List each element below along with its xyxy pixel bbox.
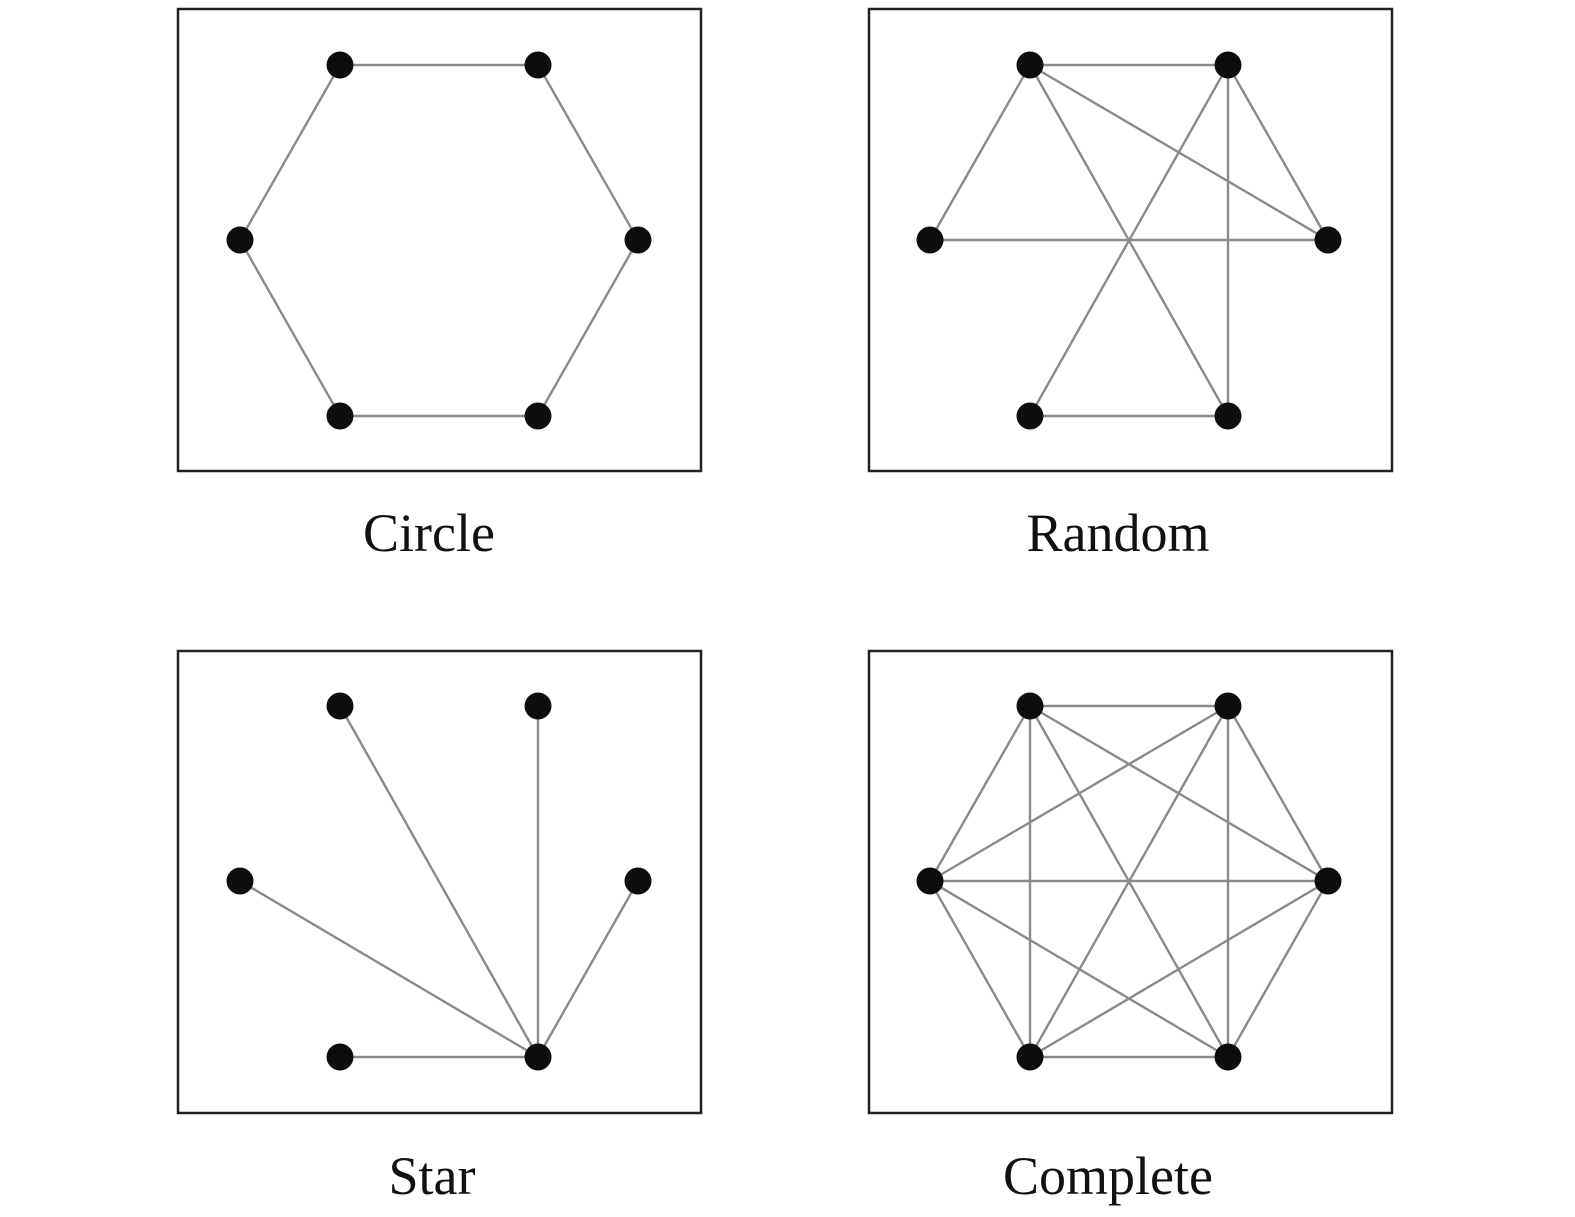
star-node-bottom-left bbox=[326, 1043, 354, 1071]
random-node-top-left bbox=[1016, 51, 1044, 79]
circle-frame bbox=[176, 7, 703, 473]
circle-edge-bottom-left-left bbox=[238, 239, 342, 417]
random-panel: Random bbox=[867, 7, 1394, 563]
circle-panel: Circle bbox=[176, 7, 703, 563]
complete-edge-right-bottom-left bbox=[1029, 879, 1329, 1059]
circle-edge-top-right-right bbox=[536, 64, 640, 241]
random-edges bbox=[928, 63, 1330, 418]
random-caption: Random bbox=[1027, 503, 1210, 563]
circle-caption: Circle bbox=[363, 503, 495, 563]
star-edges bbox=[239, 705, 640, 1059]
complete-edge-bottom-left-left bbox=[928, 880, 1032, 1058]
complete-edge-top-right-right bbox=[1226, 705, 1330, 882]
circle-node-bottom-right bbox=[524, 402, 552, 430]
random-node-top-right bbox=[1214, 51, 1242, 79]
circle-node-top-right bbox=[524, 51, 552, 79]
star-edge-bottom-right-top-left bbox=[338, 705, 540, 1058]
complete-caption: Complete bbox=[1003, 1146, 1213, 1206]
complete-panel: Complete bbox=[867, 649, 1394, 1206]
complete-node-bottom-right bbox=[1214, 1043, 1242, 1071]
star-caption: Star bbox=[389, 1146, 476, 1206]
circle-edge-left-top-left bbox=[238, 64, 342, 241]
star-node-bottom-right bbox=[524, 1043, 552, 1071]
complete-nodes bbox=[916, 692, 1342, 1071]
random-node-bottom-right bbox=[1214, 402, 1242, 430]
star-node-top-left bbox=[326, 692, 354, 720]
random-node-right bbox=[1314, 226, 1342, 254]
star-panel: Star bbox=[176, 649, 703, 1206]
complete-node-bottom-left bbox=[1016, 1043, 1044, 1071]
circle-node-left bbox=[226, 226, 254, 254]
circle-node-right bbox=[624, 226, 652, 254]
star-nodes bbox=[226, 692, 652, 1071]
circle-edges bbox=[238, 63, 640, 418]
star-node-left bbox=[226, 867, 254, 895]
complete-node-left bbox=[916, 867, 944, 895]
random-nodes bbox=[916, 51, 1342, 430]
circle-edge-right-bottom-right bbox=[536, 239, 640, 417]
star-node-top-right bbox=[524, 692, 552, 720]
random-edge-top-right-right bbox=[1226, 64, 1330, 241]
circle-nodes bbox=[226, 51, 652, 430]
complete-node-top-right bbox=[1214, 692, 1242, 720]
star-node-right bbox=[624, 867, 652, 895]
complete-edge-right-bottom-right bbox=[1226, 880, 1330, 1058]
complete-edge-bottom-right-left bbox=[929, 879, 1229, 1059]
circle-node-bottom-left bbox=[326, 402, 354, 430]
complete-edges bbox=[928, 704, 1330, 1059]
random-node-left bbox=[916, 226, 944, 254]
complete-edge-top-left-left bbox=[928, 705, 1032, 882]
complete-edge-top-right-left bbox=[929, 704, 1229, 883]
random-node-bottom-left bbox=[1016, 402, 1044, 430]
complete-node-right bbox=[1314, 867, 1342, 895]
star-edge-bottom-right-right bbox=[536, 880, 640, 1058]
star-edge-bottom-right-left bbox=[239, 879, 539, 1059]
complete-node-top-left bbox=[1016, 692, 1044, 720]
random-edge-top-left-left bbox=[928, 64, 1032, 241]
circle-node-top-left bbox=[326, 51, 354, 79]
